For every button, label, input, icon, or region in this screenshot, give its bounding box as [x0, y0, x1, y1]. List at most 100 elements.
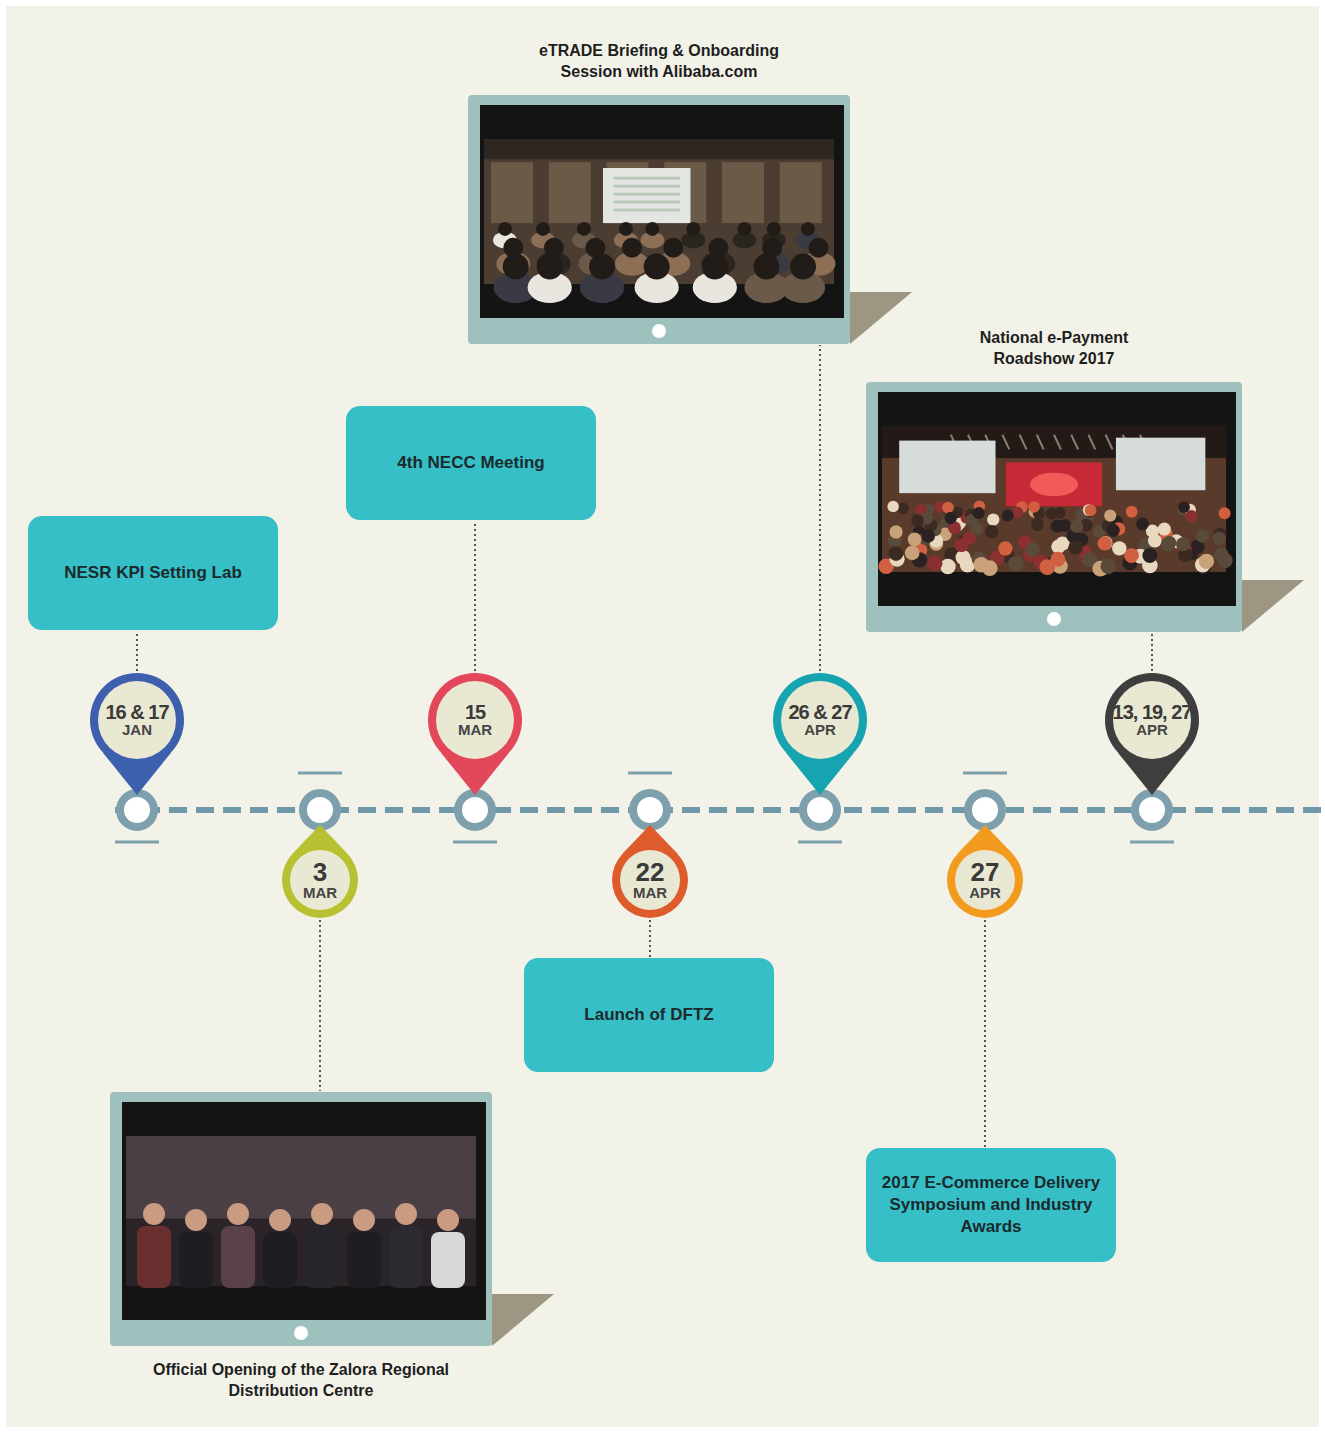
monitor-screen — [480, 105, 844, 318]
leader-line — [984, 920, 986, 1147]
caption-text: National e-Payment Roadshow 2017 — [949, 328, 1159, 370]
audience-member — [1212, 532, 1226, 546]
audience-member — [1070, 520, 1083, 533]
pin-face — [781, 681, 859, 759]
pin-ring — [90, 673, 184, 767]
audience-head — [686, 222, 700, 236]
date-month: JAN — [122, 722, 152, 738]
tick — [453, 841, 497, 844]
truss — [1037, 435, 1044, 450]
wall-panel — [722, 162, 764, 223]
leader-line — [474, 521, 476, 671]
audience-member — [1051, 520, 1064, 533]
wall-panel — [491, 162, 533, 223]
audience-head — [536, 222, 550, 236]
pin-ring — [1105, 673, 1199, 767]
truss — [1054, 435, 1061, 450]
event-box: 2017 E-Commerce Delivery Symposium and I… — [866, 1148, 1116, 1262]
photo-monitor: National e-Payment Roadshow 2017 — [866, 328, 1242, 632]
audience-member — [985, 525, 998, 538]
audience-member — [987, 513, 999, 525]
audience-member — [897, 502, 909, 514]
photo-monitor: eTRADE Briefing & Onboarding Session wit… — [468, 41, 850, 344]
person-body — [431, 1232, 465, 1288]
date-pin: 16 & 17JAN — [90, 673, 184, 795]
event-label: Launch of DFTZ — [584, 1004, 713, 1026]
pin-text: 15MAR — [428, 673, 522, 767]
monitor-screen — [878, 392, 1236, 606]
person-head — [395, 1203, 417, 1225]
audience-member — [1025, 542, 1039, 556]
audience-member — [945, 512, 957, 524]
event-box: 4th NECC Meeting — [346, 406, 596, 520]
audience-member — [956, 550, 971, 565]
event-label: 4th NECC Meeting — [397, 452, 544, 474]
pin-face — [620, 850, 680, 910]
date-month: APR — [1136, 722, 1168, 738]
audience-head — [663, 238, 683, 258]
caption-text: eTRADE Briefing & Onboarding Session wit… — [509, 41, 809, 83]
pin-face — [290, 850, 350, 910]
person-body — [137, 1226, 171, 1288]
monitor-frame — [468, 95, 850, 344]
date-day: 3 — [313, 859, 327, 885]
audience-head — [753, 254, 779, 280]
audience-member — [942, 502, 954, 514]
photo-monitor: Official Opening of the Zalora Regional … — [110, 1092, 492, 1402]
photo — [126, 1136, 476, 1288]
audience-member — [1107, 524, 1120, 537]
date-pin: 22MAR — [612, 825, 688, 918]
monitor-shadow — [845, 292, 912, 344]
person-head — [143, 1203, 165, 1225]
date-month: APR — [804, 722, 836, 738]
truss — [1020, 435, 1027, 450]
person-head — [437, 1209, 459, 1231]
screen-row — [614, 185, 681, 188]
pin-face — [98, 681, 176, 759]
person-body — [389, 1226, 423, 1288]
tick — [798, 841, 842, 844]
monitor-screen — [122, 1102, 486, 1320]
screen-caption: National e-Payment Roadshow 2017 — [949, 328, 1159, 370]
photo — [484, 139, 835, 303]
ring — [1135, 793, 1169, 827]
ring — [120, 793, 154, 827]
audience-member — [998, 541, 1012, 555]
date-pin: 26 & 27APR — [773, 673, 867, 795]
audience-head — [577, 222, 591, 236]
tick — [115, 841, 159, 844]
tick — [298, 772, 342, 775]
person-body — [347, 1232, 381, 1288]
projection-screen — [603, 168, 691, 223]
audience-member — [1002, 509, 1014, 521]
pin-text: 22MAR — [612, 842, 688, 918]
audience-member — [1031, 518, 1044, 531]
audience-member — [908, 532, 922, 546]
monitor-shadow — [1237, 580, 1304, 632]
audience-head — [537, 254, 563, 280]
truss — [1088, 435, 1095, 450]
monitor-drawing — [468, 95, 850, 344]
monitor-button — [652, 324, 666, 338]
photo — [878, 426, 1232, 577]
audience-member — [1142, 548, 1157, 563]
person-body — [305, 1226, 339, 1288]
audience-member — [1008, 556, 1023, 571]
leader-line — [649, 920, 651, 957]
date-day: 26 & 27 — [788, 702, 851, 722]
audience-member — [1028, 501, 1040, 513]
audience-member — [1178, 501, 1190, 513]
date-month: MAR — [303, 885, 337, 901]
pin-ring — [947, 842, 1023, 918]
audience-head — [702, 254, 728, 280]
leader-line — [319, 920, 321, 1091]
audience-member — [927, 555, 942, 570]
audience-member — [1148, 534, 1162, 548]
person-head — [353, 1209, 375, 1231]
wall-panel — [780, 162, 822, 223]
audience-member — [1098, 536, 1112, 550]
ring — [458, 793, 492, 827]
screen-row — [614, 177, 681, 180]
ring — [303, 793, 337, 827]
